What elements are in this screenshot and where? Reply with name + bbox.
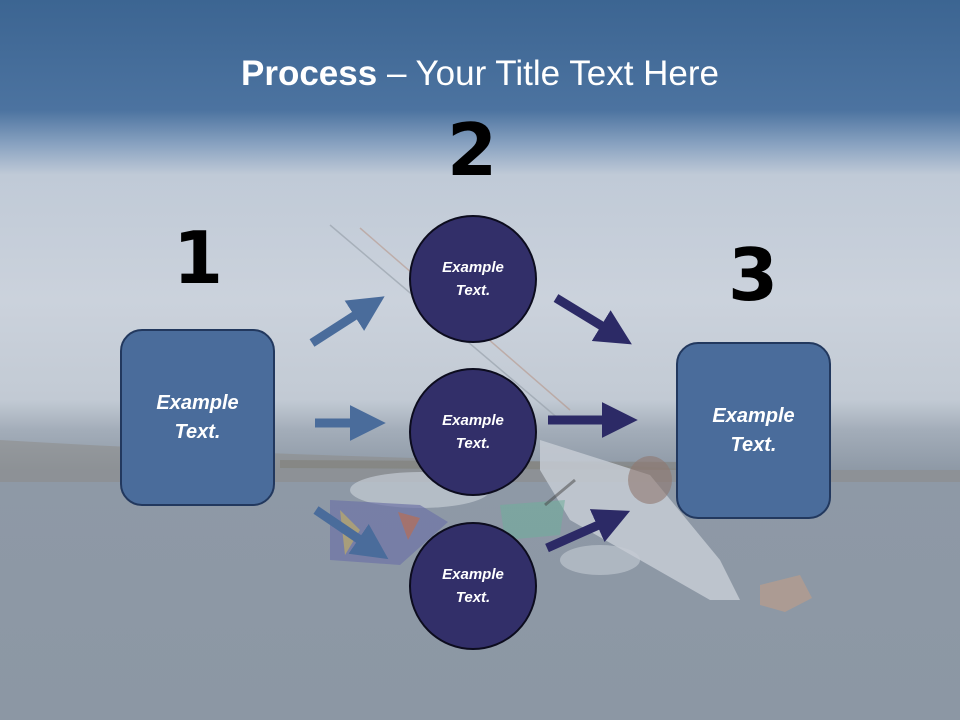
title-rest: – Your Title Text Here [377,54,719,93]
step-3-box: Example Text. [676,342,831,519]
step-1-label-line1: Example [156,391,239,414]
step-2-circle-bottom: Example Text. [409,522,537,650]
step-2-circle-middle: Example Text. [409,368,537,496]
title-bold: Process [241,54,378,93]
step-3-label-line2: Text. [730,433,777,456]
step-3-label-line1: Example [712,404,795,427]
slide-title: Process – Your Title Text Here [0,52,960,96]
arrow-2a-to-3 [553,294,632,345]
step-number-2: 2 [446,108,498,192]
arrow-1-to-2c [313,506,389,560]
step-2-circle-top: Example Text. [409,215,537,343]
circle-middle-label-line1: Example [442,412,504,429]
circle-bottom-label-line2: Text. [455,589,491,606]
arrow-2c-to-3 [545,509,631,553]
step-1-box: Example Text. [120,329,275,506]
step-1-label-line2: Text. [174,420,221,443]
circle-middle-label-line2: Text. [455,435,491,452]
arrow-1-to-2a [309,296,385,347]
step-number-1: 1 [172,216,224,300]
circle-bottom-label-line1: Example [442,566,504,583]
circle-top-label-line1: Example [442,259,504,276]
step-number-3: 3 [727,233,779,317]
circle-top-label-line2: Text. [455,282,491,299]
